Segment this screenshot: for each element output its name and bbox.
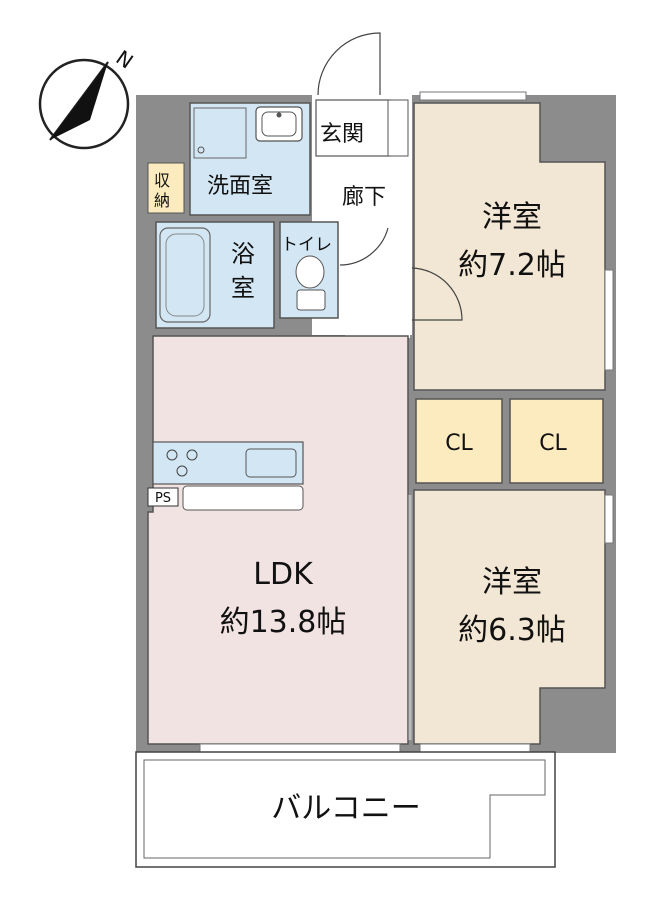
western-room-2: [413, 489, 606, 745]
toilet-bowl-icon: [295, 255, 325, 289]
kitchen-bar: [182, 485, 304, 511]
youshitsu1-name: 洋室: [482, 200, 542, 235]
youshitsu1-size: 約7.2帖: [458, 248, 566, 283]
ldk-size: 約13.8帖: [220, 605, 347, 640]
lower-hall-white: [345, 318, 410, 338]
drain-icon: [197, 146, 205, 154]
bathtub-inner: [165, 233, 205, 317]
storage-closet: [147, 162, 185, 214]
balcony-label: バルコニー: [271, 791, 420, 826]
toilet-label: トイレ: [281, 235, 332, 255]
balcony-inner: [143, 759, 546, 859]
stove-burner-icon: [176, 465, 188, 477]
youshitsu2-size: 約6.3帖: [458, 613, 566, 648]
kitchen-sink: [245, 448, 297, 478]
window-right-2: [604, 494, 614, 544]
genkan-label: 玄関: [320, 122, 364, 147]
shuno-label-1: 収: [154, 171, 170, 190]
ldk-room: [147, 335, 409, 745]
window-bottom-room2: [419, 743, 531, 753]
stove-burner-icon: [186, 449, 198, 461]
compass-needle-south: [50, 62, 108, 140]
door-swing-toilet: [339, 227, 389, 266]
yoku-label-2: 室: [231, 274, 255, 302]
senmen-label: 洗面室: [207, 174, 273, 199]
wash-basin-bowl: [261, 111, 297, 137]
toilet-tank-icon: [296, 289, 326, 311]
compass: N: [38, 45, 138, 150]
ps-box: [147, 487, 179, 507]
cl1-label: CL: [445, 431, 473, 456]
door-swing-western-1: [411, 267, 463, 321]
youshitsu2-name: 洋室: [482, 565, 542, 600]
window-right-1: [604, 269, 614, 371]
shoe-box: [387, 99, 409, 157]
entrance: [315, 99, 391, 157]
cl2-label: CL: [539, 431, 567, 456]
faucet-icon: [276, 112, 282, 118]
stove-burner-icon: [166, 449, 178, 461]
compass-north-label: N: [112, 45, 138, 73]
window-bottom-ldk: [199, 743, 401, 753]
ps-label: PS: [155, 491, 171, 506]
closet-1: [415, 398, 503, 484]
entrance-door-swing: [317, 32, 381, 96]
ldk-name: LDK: [253, 557, 314, 592]
washing-machine-pan: [193, 107, 247, 159]
yoku-label-1: 浴: [231, 240, 255, 268]
window-top: [419, 91, 527, 101]
rouka-label: 廊下: [342, 185, 386, 210]
shuno-label-2: 納: [154, 191, 170, 210]
closet-2: [509, 398, 604, 484]
